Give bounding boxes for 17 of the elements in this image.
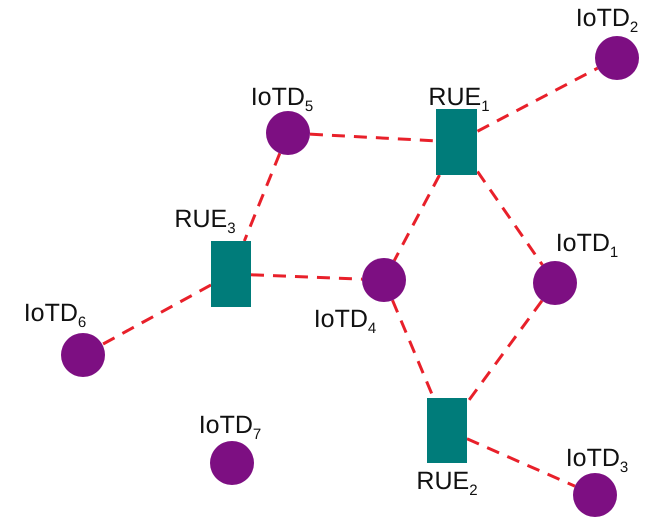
- dashed-connector: [102, 284, 212, 346]
- dashed-connector: [242, 152, 282, 242]
- node-label: IoTD$_{7}$: [198, 412, 262, 442]
- node-label: IoTD$_{4}$: [314, 306, 376, 336]
- dashed-connector: [250, 273, 362, 281]
- node-label: IoTD$_{2}$: [576, 6, 638, 34]
- dashed-connector: [476, 170, 544, 266]
- dashed-connector: [476, 66, 598, 133]
- node-label: IoTD$_{6}$: [24, 300, 86, 330]
- node-label: RUE$_{1}$: [428, 84, 490, 114]
- node-label: IoTD$_{5}$: [250, 84, 314, 114]
- node-label: IoTD$_{3}$: [566, 446, 628, 474]
- node-label: IoTD$_{1}$: [556, 230, 618, 260]
- node-label: RUE$_{2}$: [416, 468, 478, 498]
- dashed-connector: [392, 174, 441, 262]
- dashed-connector: [466, 437, 576, 488]
- node-label: RUE$_{3}$: [174, 206, 236, 236]
